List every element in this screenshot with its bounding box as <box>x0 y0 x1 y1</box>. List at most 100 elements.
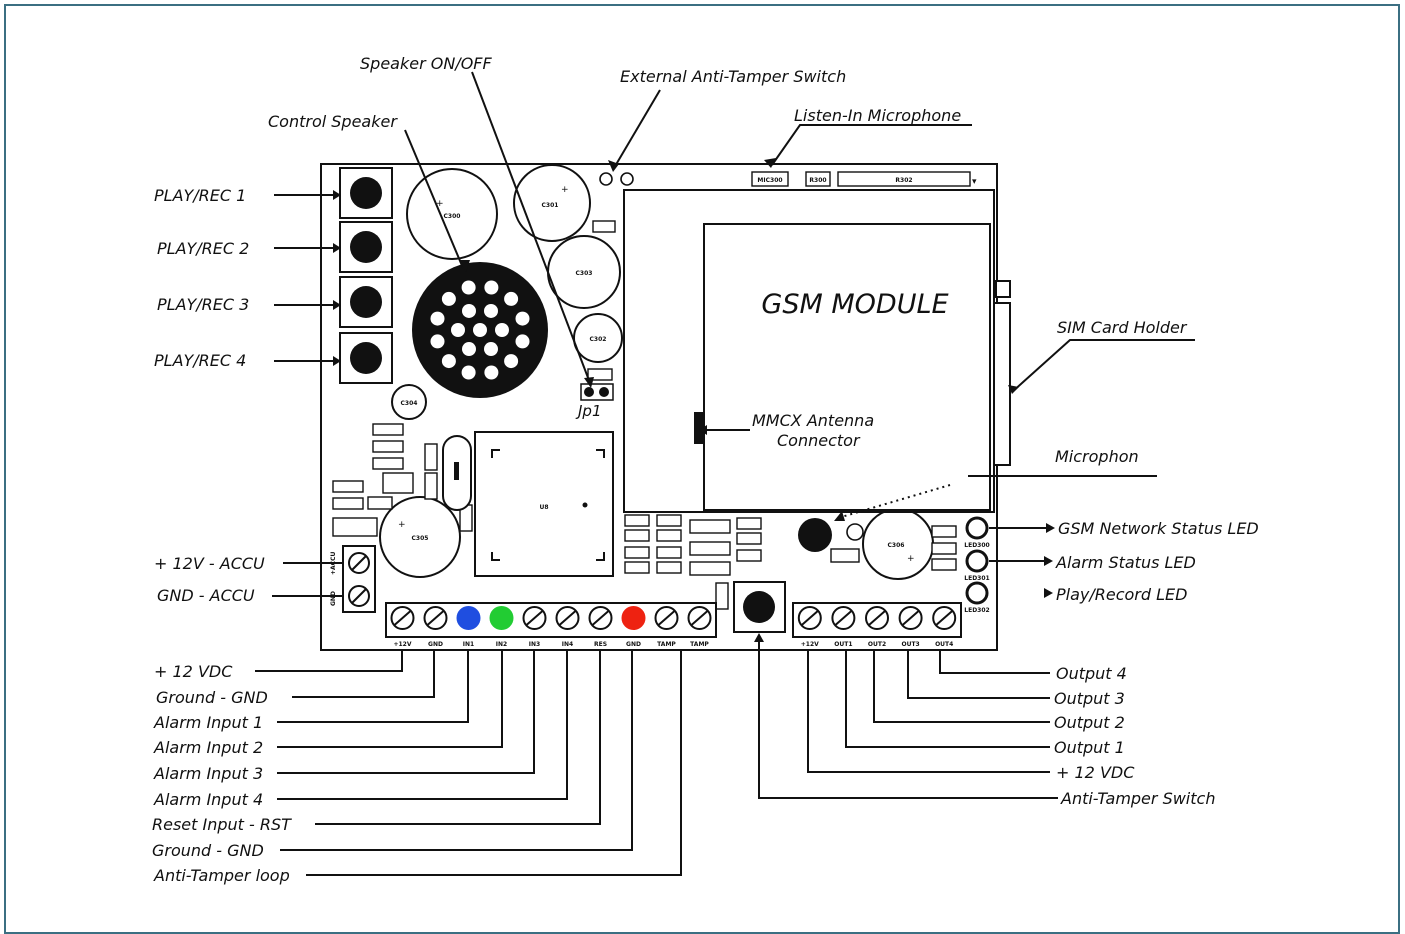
capacitor-large-1 <box>406 168 498 260</box>
play-rec-buttons <box>339 167 393 384</box>
label-alarm-input-2: Alarm Input 2 <box>153 738 263 757</box>
speaker-hole <box>462 342 476 357</box>
left-labels: PLAY/REC 1 PLAY/REC 2 PLAY/REC 3 PLAY/RE… <box>154 186 265 605</box>
capacitor-bottom-right-label: C306 <box>888 542 905 549</box>
antenna-label: MMCX Antenna Connector <box>752 411 874 450</box>
capacitor-large-2-label: C301 <box>542 202 559 209</box>
play-rec-2-cap <box>350 231 382 263</box>
terminal-left-label-9: TAMP <box>657 641 676 648</box>
jumper-jp1-label: Jp1 <box>575 402 602 420</box>
capacitor-large-2-plus: + <box>561 185 569 195</box>
play-rec-3-cap <box>350 286 382 318</box>
gsm-module-title: GSM MODULE <box>761 289 948 320</box>
terminal-left-label-6: IN4 <box>562 641 573 648</box>
capacitor-large-2 <box>513 164 591 242</box>
status-leds: LED300 LED301 LED302 <box>964 516 990 614</box>
crystal-mark <box>454 462 459 480</box>
label-anti-tamper-switch: Anti-Tamper Switch <box>1060 789 1215 808</box>
speaker-hole <box>473 323 487 337</box>
accu-gnd-label: GND <box>330 591 337 606</box>
speaker-hole <box>461 280 476 295</box>
terminal-right-screw-slot-2 <box>834 610 853 626</box>
label-ground-gnd-2: Ground - GND <box>152 841 264 860</box>
header-r302 <box>837 171 971 187</box>
label-plus-12-vdc-left: + 12 VDC <box>154 662 233 681</box>
label-output-4: Output 4 <box>1056 664 1127 683</box>
top-labels: Speaker ON/OFF External Anti-Tamper Swit… <box>268 54 961 131</box>
terminal-left-screw-slot-5 <box>525 610 544 626</box>
terminal-left-label-2: GND <box>428 641 443 648</box>
anti-tamper-switch-button[interactable] <box>733 581 786 633</box>
speaker-hole <box>515 311 530 326</box>
terminal-right-label-5: OUT4 <box>935 641 953 648</box>
terminal-right-label-4: OUT3 <box>901 641 919 648</box>
label-play-rec-3: PLAY/REC 3 <box>157 295 249 314</box>
terminal-right-label-3: OUT2 <box>868 641 886 648</box>
speaker-hole <box>515 334 530 349</box>
sim-card-latch <box>995 280 1011 298</box>
terminal-left-label-5: IN3 <box>529 641 540 648</box>
capacitor-mid-2 <box>573 313 623 363</box>
header-r300 <box>805 171 831 187</box>
terminal-left-led-8 <box>621 606 646 630</box>
play-rec-4-cap <box>350 342 382 374</box>
speaker-hole <box>451 323 465 337</box>
mic-header <box>751 171 789 187</box>
terminal-right-screw-slot-1 <box>801 610 819 626</box>
sim-card-holder <box>993 302 1011 466</box>
led-2-label: LED301 <box>964 575 989 582</box>
terminal-left-label-3: IN1 <box>463 641 474 648</box>
play-rec-3-button[interactable] <box>339 276 393 328</box>
speaker-hole <box>484 342 498 357</box>
capacitor-bottom-left-label: C305 <box>412 535 429 542</box>
terminal-left-label-4: IN2 <box>496 641 507 648</box>
label-external-anti-tamper-switch: External Anti-Tamper Switch <box>620 67 846 86</box>
label-output-2: Output 2 <box>1054 713 1125 732</box>
terminal-left-led-4 <box>489 606 514 630</box>
jumper-pin-1 <box>584 387 594 397</box>
board-led <box>846 523 864 541</box>
label-plus-12-vdc-right: + 12 VDC <box>1056 763 1135 782</box>
terminal-left-label-10: TAMP <box>690 641 709 648</box>
leader-lines <box>255 71 1195 876</box>
label-control-speaker: Control Speaker <box>268 112 398 131</box>
speaker-hole <box>441 354 456 369</box>
play-rec-1-cap <box>350 177 382 209</box>
label-play-rec-2: PLAY/REC 2 <box>157 239 249 258</box>
bottom-left-labels: + 12 VDC Ground - GND Alarm Input 1 Alar… <box>152 662 292 885</box>
terminal-left-label-8: GND <box>626 641 641 648</box>
capacitor-bottom-right-plus: + <box>907 554 915 564</box>
label-alarm-input-4: Alarm Input 4 <box>153 790 263 809</box>
header-r302-label: R302 <box>895 177 912 184</box>
label-play-rec-4: PLAY/REC 4 <box>154 351 246 370</box>
ext-tamper-terminal-1 <box>599 172 613 186</box>
label-microphon: Microphon <box>1055 447 1139 466</box>
label-mmcx-connector: Connector <box>777 431 861 450</box>
label-output-1: Output 1 <box>1054 738 1125 757</box>
gsm-module-inner <box>703 223 991 511</box>
jumper-jp1[interactable]: Jp1 <box>575 383 614 420</box>
ic-label: U8 <box>539 504 548 511</box>
speaker-hole <box>430 334 445 349</box>
terminal-right-label-2: OUT1 <box>834 641 852 648</box>
label-speaker-on-off: Speaker ON/OFF <box>360 54 492 73</box>
ic-chip <box>474 431 614 577</box>
label-mmcx-antenna: MMCX Antenna <box>752 411 874 430</box>
speaker-hole <box>504 291 519 306</box>
label-alarm-input-3: Alarm Input 3 <box>153 764 263 783</box>
label-alarm-status-led: Alarm Status LED <box>1055 553 1196 572</box>
header-arrow-icon: ▾ <box>972 177 977 187</box>
terminal-left-screw-slot-9 <box>657 610 676 626</box>
label-accu-gnd: GND - ACCU <box>157 586 255 605</box>
terminal-right-screw-slot-5 <box>935 610 953 626</box>
terminal-left-label-7: RES <box>594 641 607 648</box>
speaker-hole <box>484 365 499 380</box>
jumper-pin-2 <box>599 387 609 397</box>
ext-tamper-terminal-2 <box>620 172 634 186</box>
speaker-hole <box>484 303 498 318</box>
speaker-hole <box>495 323 509 337</box>
speaker-hole <box>430 311 445 326</box>
